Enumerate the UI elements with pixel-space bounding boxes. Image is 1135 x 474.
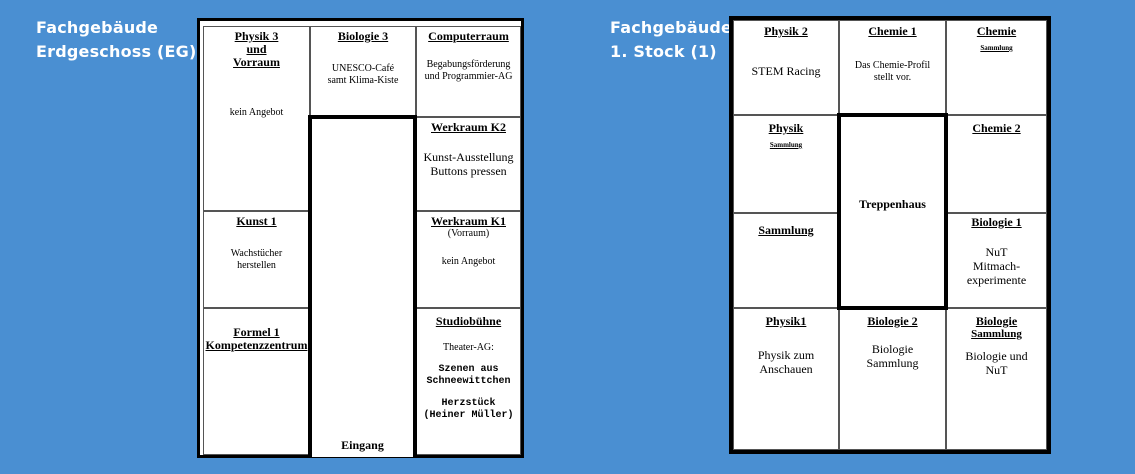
room-chemie2-name: Chemie 2 [972,121,1021,135]
room-physik1[interactable]: Physik1 Physik zum Anschauen [733,308,839,450]
room-studiobuehne-bold1-2: Schneewittchen [426,376,511,387]
room-werkraum-k2-name: Werkraum K2 [431,120,506,134]
room-werkraum-k2-note-1: Kunst-Ausstellung [423,150,514,164]
room-chemie1-note-2: stellt vor. [873,72,912,83]
room-studiobuehne-name: Studiobühne [435,314,502,328]
eg-floor-plan: Physik 3 und Vorraum kein Angebot Biolog… [197,18,524,458]
room-biologie-name: Biologie [975,314,1018,328]
og1-heading: Fachgebäude 1. Stock (1) [610,16,732,64]
room-physik-sub: Sammlung [769,141,803,149]
room-chemie2[interactable]: Chemie 2 [946,115,1047,213]
room-physik2[interactable]: Physik 2 STEM Racing [733,20,839,115]
room-physik3-name-1: Physik 3 [234,29,279,43]
room-studiobuehne-bold1-1: Szenen aus [438,364,499,375]
eg-heading: Fachgebäude Erdgeschoss (EG) [36,16,196,64]
room-kunst1-note-2: herstellen [237,260,276,271]
room-biologie3[interactable]: Biologie 3 UNESCO-Café samt Klima-Kiste [310,26,416,117]
room-biologie1-note-1: NuT [985,245,1008,259]
room-physik2-name: Physik 2 [764,24,808,38]
room-biologie3-note-2: samt Klima-Kiste [327,75,399,86]
room-biologie3-name: Biologie 3 [337,29,389,43]
room-physik3-note: kein Angebot [229,107,284,118]
room-computerraum-name: Computerraum [428,29,509,43]
room-studiobuehne-bold2-2: (Heiner Müller) [423,410,514,421]
room-kunst1-name: Kunst 1 [236,214,277,228]
room-biologie1-note-3: experimente [966,273,1027,287]
og1-floor-plan: Physik 2 STEM Racing Chemie 1 Das Chemie… [729,16,1051,454]
room-werkraum-k1-name: Werkraum K1 [431,214,506,228]
room-formel1-name-1: Formel 1 [233,325,280,339]
og1-corridor-label: Treppenhaus [859,197,926,211]
room-chemie1[interactable]: Chemie 1 Das Chemie-Profil stellt vor. [839,20,946,115]
room-werkraum-k1[interactable]: Werkraum K1 (Vorraum) kein Angebot [416,211,521,308]
room-chemie-sub: Sammlung [980,44,1013,52]
room-physik3[interactable]: Physik 3 und Vorraum kein Angebot [203,26,310,211]
room-biologie2-name: Biologie 2 [867,314,918,328]
room-physik[interactable]: Physik Sammlung [733,115,839,213]
eg-corridor-eingang[interactable]: Eingang [308,115,417,457]
og1-corridor-treppenhaus[interactable]: Treppenhaus [837,113,948,310]
room-werkraum-k1-note: kein Angebot [441,256,496,267]
room-werkraum-k2[interactable]: Werkraum K2 Kunst-Ausstellung Buttons pr… [416,117,521,211]
room-computerraum-note-2: und Programmier-AG [424,71,513,82]
room-physik-name: Physik [768,121,804,135]
room-biologie[interactable]: Biologie Sammlung Biologie und NuT [946,308,1047,450]
room-sammlung[interactable]: Sammlung [733,213,839,308]
room-physik1-name: Physik1 [765,314,807,328]
room-chemie1-note-1: Das Chemie-Profil [854,60,931,71]
room-computerraum[interactable]: Computerraum Begabungsförderung und Prog… [416,26,521,117]
room-physik1-note-2: Anschauen [759,362,813,376]
room-biologie3-note-1: UNESCO-Café [331,63,395,74]
og1-heading-line2: 1. Stock (1) [610,42,717,61]
room-sammlung-name: Sammlung [758,223,814,237]
eg-heading-line2: Erdgeschoss (EG) [36,42,197,61]
room-formel1-name-2: Kompetenzzentrum [205,338,308,352]
room-biologie2-note-1: Biologie [871,342,914,356]
room-biologie-note-2: NuT [985,363,1008,377]
room-physik3-name-3: Vorraum [233,55,280,69]
room-werkraum-k2-note-2: Buttons pressen [430,164,507,178]
room-physik3-name-2: und [246,42,267,56]
room-biologie1-name: Biologie 1 [971,215,1022,229]
room-kunst1-note-1: Wachstücher [230,248,283,259]
room-biologie-sub: Sammlung [971,328,1022,340]
room-chemie1-name: Chemie 1 [868,24,917,38]
room-biologie-note-1: Biologie und [965,349,1028,363]
room-biologie1[interactable]: Biologie 1 NuT Mitmach- experimente [946,213,1047,308]
room-chemie[interactable]: Chemie Sammlung [946,20,1047,115]
room-werkraum-k1-sub: (Vorraum) [447,228,490,239]
room-computerraum-note-1: Begabungsförderung [426,59,511,70]
eg-corridor-label: Eingang [341,438,384,452]
eg-heading-line1: Fachgebäude [36,18,159,37]
og1-heading-line1: Fachgebäude [610,18,733,37]
room-biologie2[interactable]: Biologie 2 Biologie Sammlung [839,308,946,450]
room-studiobuehne[interactable]: Studiobühne Theater-AG: Szenen aus Schne… [416,308,521,455]
room-studiobuehne-bold2-1: Herzstück [441,398,496,409]
room-studiobuehne-note: Theater-AG: [443,342,494,353]
room-biologie1-note-2: Mitmach- [972,259,1021,273]
room-kunst1[interactable]: Kunst 1 Wachstücher herstellen [203,211,310,308]
room-physik1-note-1: Physik zum [757,348,815,362]
room-formel1[interactable]: Formel 1 Kompetenzzentrum [203,308,310,455]
room-chemie-name: Chemie [976,24,1017,38]
room-biologie2-note-2: Sammlung [866,356,919,370]
room-physik2-note: STEM Racing [751,64,821,78]
